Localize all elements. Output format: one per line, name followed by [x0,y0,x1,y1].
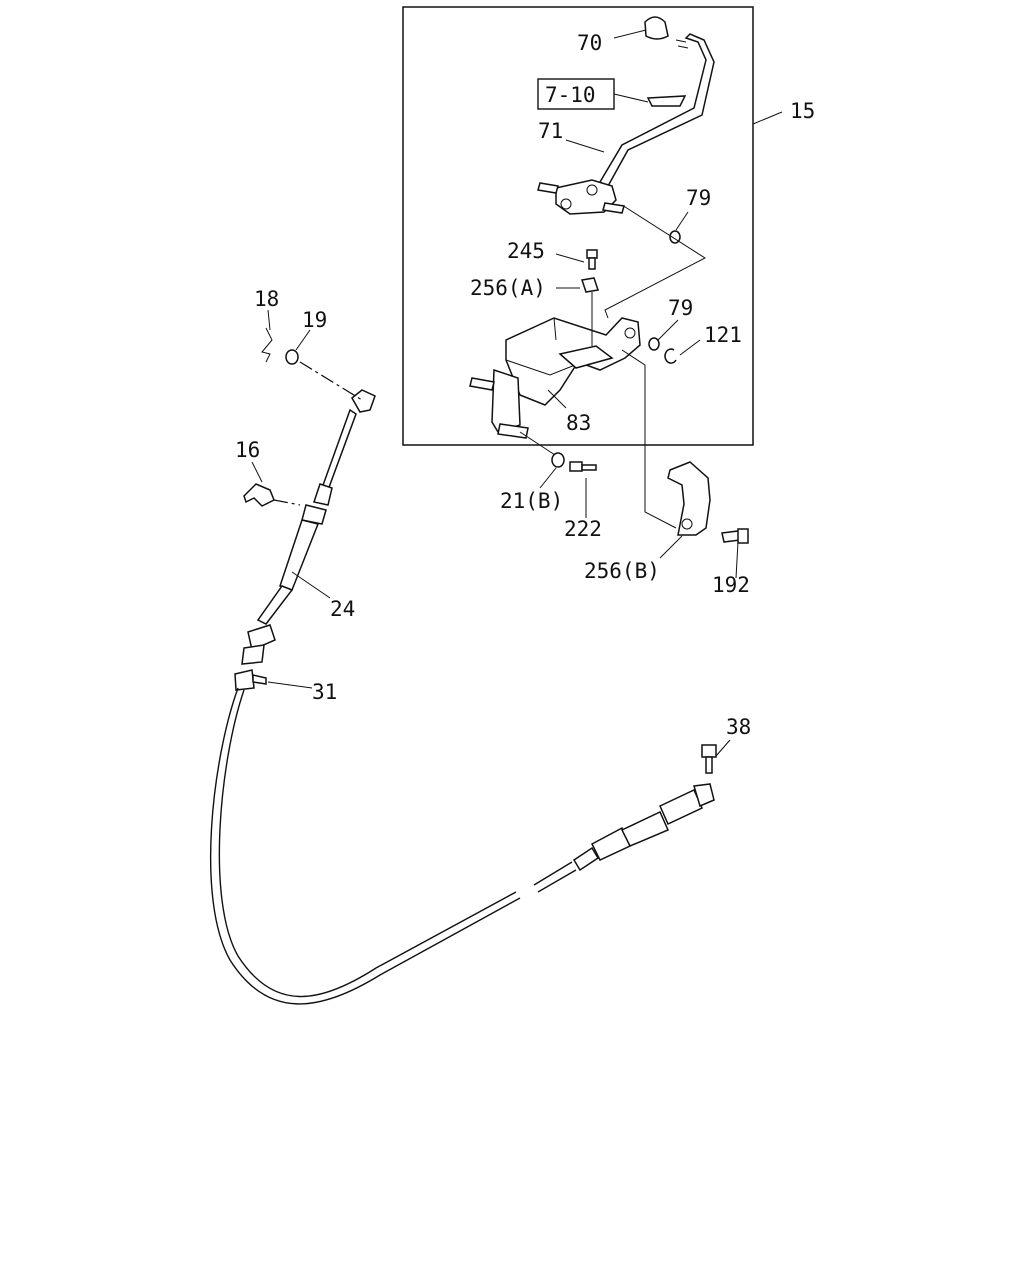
leader-lines [251,29,783,757]
label-24: 24 [330,597,355,621]
label-38: 38 [726,715,751,739]
label-70: 70 [577,31,602,55]
label-31: 31 [312,680,337,704]
lower-bracket[interactable] [667,461,711,536]
clip-121[interactable] [664,348,677,364]
washer-19[interactable] [285,349,299,365]
shift-pattern-plate [646,95,687,107]
washer-79-lower[interactable] [648,337,660,351]
leader-clip-16 [273,499,301,506]
clip-16[interactable] [243,483,275,507]
nut-256a[interactable] [581,277,599,293]
leader-bracket [621,349,677,529]
label-71: 71 [538,119,563,143]
bolt-192[interactable] [721,528,749,544]
label-79-lower: 79 [668,296,693,320]
assembly-box [402,6,754,446]
washer-21b[interactable] [551,452,565,468]
label-15: 15 [790,99,815,123]
leader-washer-19 [299,361,363,401]
control-cable-24[interactable] [209,389,715,1005]
bolt-245[interactable] [586,249,598,270]
shift-knob[interactable] [644,16,669,40]
bolt-38[interactable] [701,744,717,774]
label-19: 19 [302,308,327,332]
label-21b: 21(B) [500,489,563,513]
reference-box-7-10 [537,78,615,110]
shift-lever[interactable] [537,33,715,215]
bracket-83[interactable] [469,317,641,439]
label-121: 121 [704,323,742,347]
label-256a: 256(A) [470,276,546,300]
label-222: 222 [564,517,602,541]
bolt-222[interactable] [569,461,597,472]
label-16: 16 [235,438,260,462]
label-79-upper: 79 [686,186,711,210]
label-245: 245 [507,239,545,263]
clip-18[interactable] [261,327,273,363]
label-256b: 256(B) [584,559,660,583]
label-18: 18 [254,287,279,311]
leader-assembly [604,204,706,319]
label-192: 192 [712,573,750,597]
leader-washer [519,431,556,456]
label-7-10: 7-10 [545,83,596,107]
label-83: 83 [566,411,591,435]
